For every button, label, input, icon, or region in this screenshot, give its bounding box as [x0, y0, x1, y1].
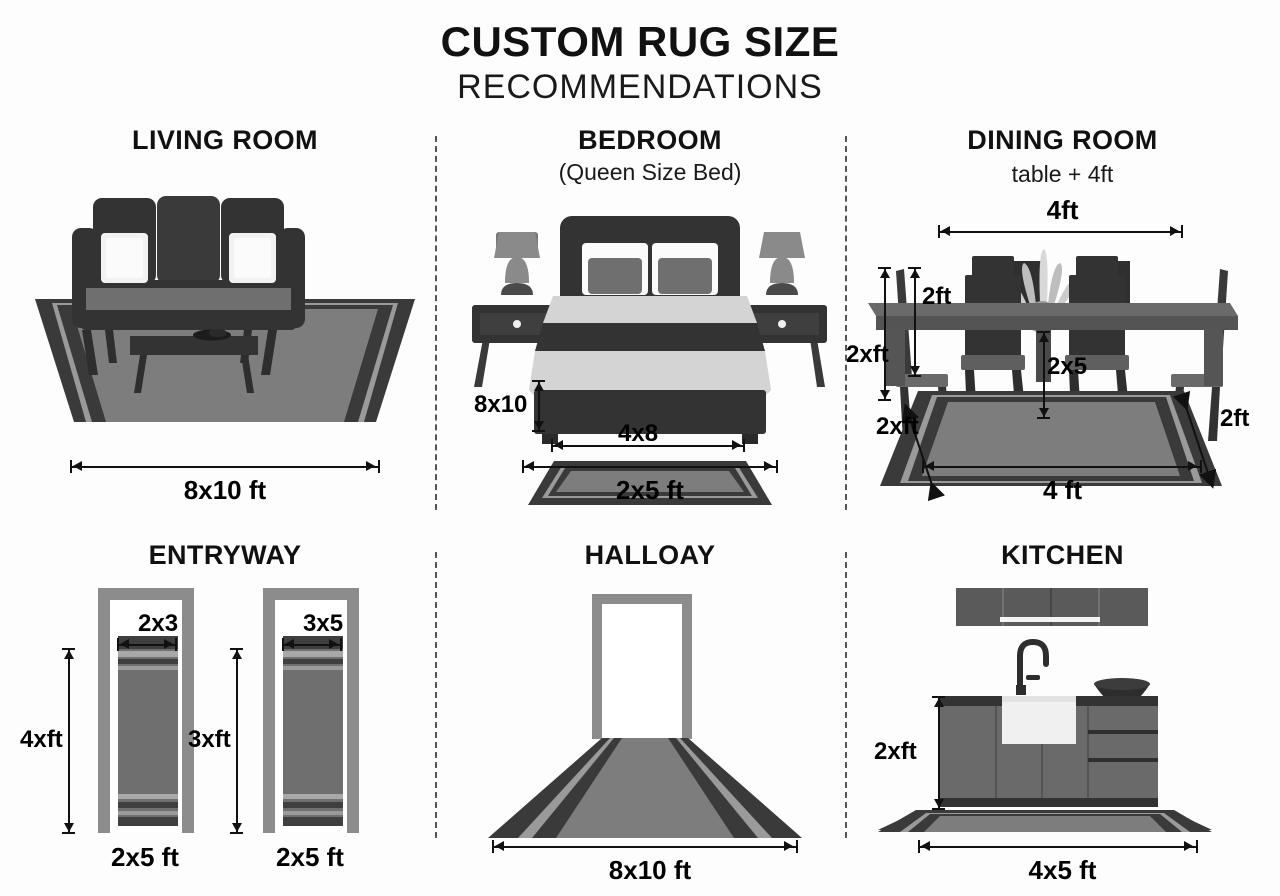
dining-room-illustration	[868, 249, 1238, 486]
entryway-door-1	[80, 588, 210, 833]
panel-kitchen: KITCHEN	[860, 540, 1265, 885]
kitchen-rug-width-label: 4x5 ft	[1028, 855, 1097, 885]
hallway-door-frame	[592, 594, 692, 739]
panel-hallway: HALLOAY 8x10 ft	[450, 540, 850, 885]
kitchen-counter	[938, 696, 1158, 807]
entryway-door-2-top-label: 3x5	[303, 610, 344, 637]
entryway-door-2-bottom-label: 2x5 ft	[276, 842, 344, 872]
kitchen-faucet	[1016, 638, 1049, 695]
sofa-pillow-right	[229, 233, 276, 283]
dining-chair-seat-label: 2ft	[922, 283, 952, 310]
sofa-pillow-left	[101, 233, 148, 283]
entryway-door-2-illustration	[263, 588, 359, 833]
panel-dining-room: DINING ROOM table + 4ft 4ft	[846, 125, 1265, 510]
dining-room-title: DINING ROOM	[967, 125, 1158, 155]
bedroom-rug	[528, 461, 772, 505]
bedroom-bed-width-label: 4x8	[618, 420, 659, 447]
dining-clearance-label: 2x5	[1047, 353, 1088, 380]
entryway-door-2	[245, 588, 375, 833]
bedroom-subtitle: (Queen Size Bed)	[558, 159, 742, 185]
divider-row1-left	[435, 136, 437, 510]
hallway-width-label: 8x10 ft	[608, 855, 692, 885]
bedroom-side-label: 8x10	[474, 391, 528, 418]
entryway-door-1-bottom-label: 2x5 ft	[111, 842, 179, 872]
bedroom-rug-width-label: 2x5 ft	[616, 475, 684, 505]
entryway-runner-2	[283, 636, 343, 826]
hallway-runner	[488, 738, 802, 838]
bedroom-illustration	[472, 216, 827, 505]
divider-row1-right	[845, 136, 847, 510]
entryway-door-1-top-label: 2x3	[138, 610, 179, 637]
kitchen-illustration	[878, 588, 1212, 832]
hallway-illustration	[488, 594, 802, 838]
hallway-title: HALLOAY	[584, 540, 716, 570]
page-title: CUSTOM RUG SIZE	[440, 18, 840, 65]
entryway-door-2-side-label: 3xft	[188, 726, 231, 753]
panel-bedroom: BEDROOM (Queen Size Bed)	[450, 125, 850, 510]
dining-chair-height-label: 2xft	[846, 341, 889, 368]
kitchen-rug	[878, 810, 1212, 832]
divider-row2-right	[845, 552, 847, 838]
page-subtitle: RECOMMENDATIONS	[457, 68, 823, 106]
dining-rug-left-label: 2xft	[876, 413, 919, 440]
kitchen-counter-height-label: 2xft	[874, 738, 917, 765]
dining-rug-corner-dimensions	[901, 390, 1217, 502]
panel-living-room: LIVING ROOM	[20, 125, 430, 510]
dining-rug-width-label: 4 ft	[1043, 475, 1082, 505]
living-room-title: LIVING ROOM	[132, 125, 318, 155]
living-room-width-label: 8x10 ft	[183, 475, 267, 505]
entryway-door-1-side-label: 4xft	[20, 726, 63, 753]
dining-room-rug	[880, 391, 1222, 486]
panel-entryway: ENTRYWAY	[20, 540, 430, 880]
divider-row2-left	[435, 552, 437, 838]
entryway-title: ENTRYWAY	[148, 540, 302, 570]
kitchen-upper-cabinets	[956, 588, 1148, 626]
dining-table	[868, 303, 1238, 386]
kitchen-title: KITCHEN	[1001, 540, 1124, 570]
bedroom-bed	[529, 216, 771, 444]
dining-room-subtitle: table + 4ft	[1011, 161, 1114, 187]
bedroom-title: BEDROOM	[578, 125, 722, 155]
living-room-illustration	[35, 196, 415, 422]
entryway-door-1-illustration	[98, 588, 194, 833]
living-room-coffee-table	[130, 329, 258, 393]
dining-rug-right-label: 2ft	[1220, 405, 1250, 432]
entryway-runner-1	[118, 636, 178, 826]
dining-top-label: 4ft	[1046, 195, 1079, 225]
